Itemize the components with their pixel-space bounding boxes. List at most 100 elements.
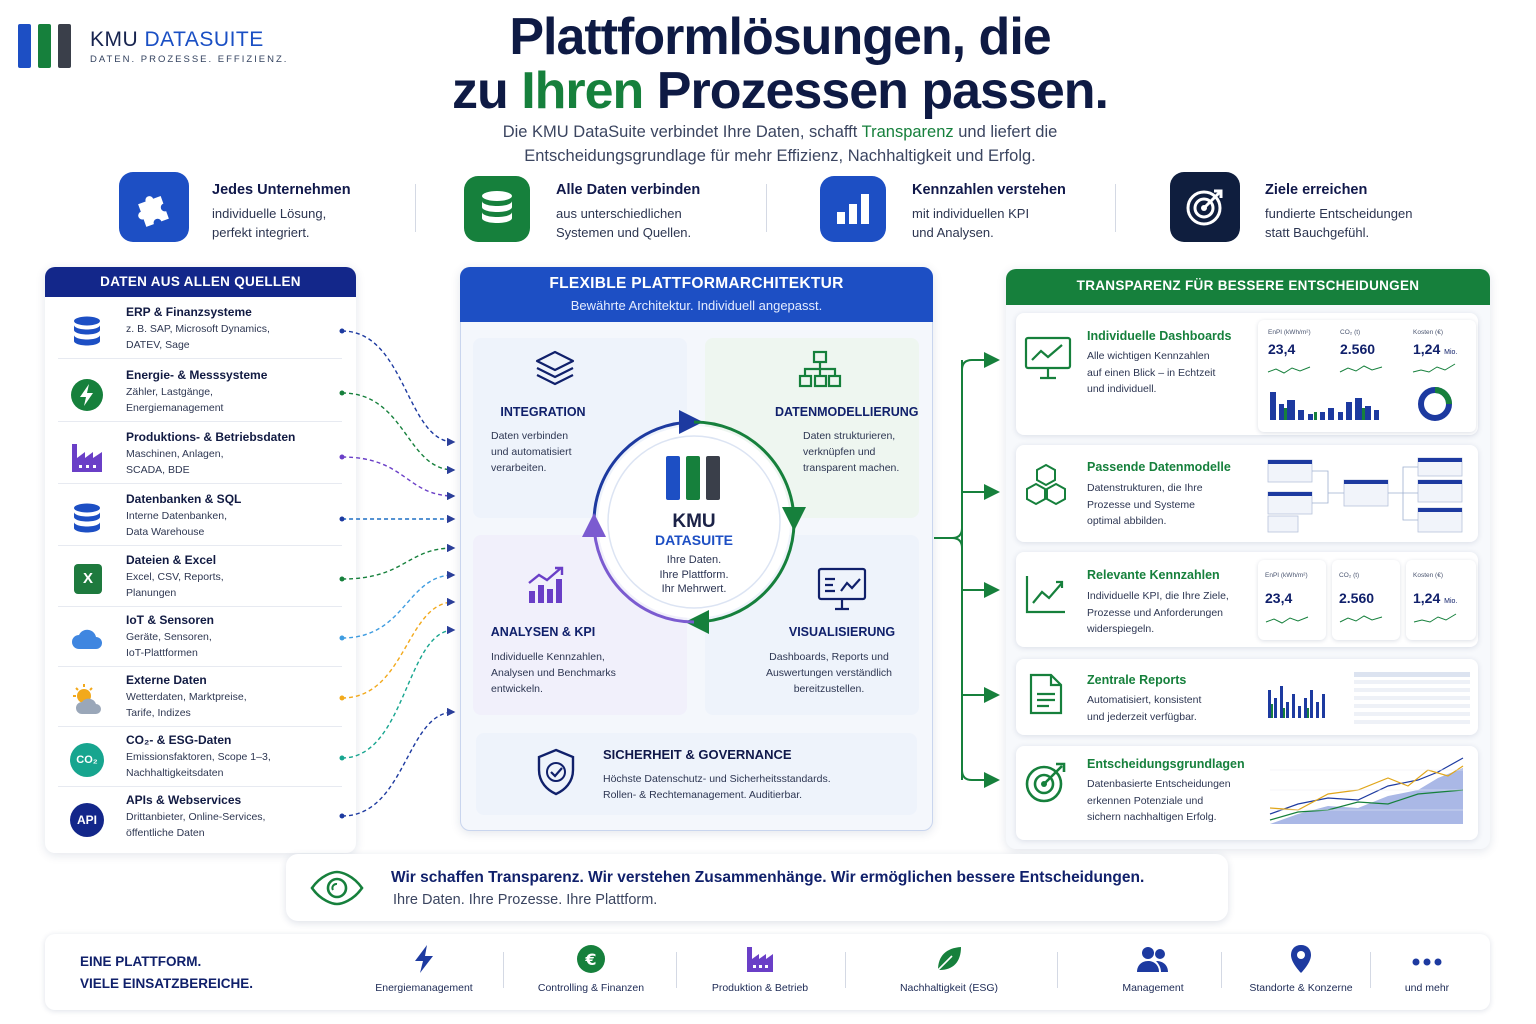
divider <box>845 952 846 988</box>
core-name-b: DATASUITE <box>654 532 734 548</box>
source-item[interactable]: X Dateien & Excel Excel, CSV, Reports,Pl… <box>58 551 342 607</box>
source-desc: Drittanbieter, Online-Services,öffentlic… <box>126 811 266 839</box>
source-desc: z. B. SAP, Microsoft Dynamics,DATEV, Sag… <box>126 323 270 351</box>
source-item[interactable]: CO₂ CO₂- & ESG-Daten Emissionsfaktoren, … <box>58 731 342 787</box>
api-icon: API <box>70 803 104 837</box>
core-name-a: KMU <box>672 511 716 532</box>
source-item[interactable]: ERP & Finanzsysteme z. B. SAP, Microsoft… <box>58 303 342 359</box>
hierarchy-icon <box>798 350 842 388</box>
trend-icon <box>1025 576 1065 614</box>
cloud-icon <box>72 629 102 649</box>
source-item[interactable]: Externe Daten Wetterdaten, Marktpreise,T… <box>58 671 342 727</box>
kpi-value: 23,4 <box>1265 590 1293 606</box>
feature-text: individuelle Lösung,perfekt integriert. <box>212 206 327 240</box>
target-icon <box>1170 172 1240 242</box>
source-title: Energie- & Messsysteme <box>126 368 268 382</box>
source-desc: Geräte, Sensoren,IoT-Plattformen <box>126 631 212 659</box>
source-item[interactable]: IoT & Sensoren Geräte, Sensoren,IoT-Plat… <box>58 611 342 667</box>
module-title: INTEGRATION <box>500 405 586 419</box>
source-desc: Maschinen, Anlagen,SCADA, BDE <box>126 448 224 476</box>
kpi-label: CO₂ (t) <box>1339 572 1360 579</box>
database-icon <box>74 316 100 346</box>
more-icon <box>1412 958 1442 966</box>
source-item[interactable]: API APIs & Webservices Drittanbieter, On… <box>58 791 342 847</box>
layers-icon <box>535 350 575 386</box>
puzzle-icon <box>119 172 189 242</box>
core-tagline: Ihre Daten.Ihre Plattform.Ihr Mehrwert. <box>659 554 729 595</box>
module-text: Individuelle Kennzahlen,Analysen und Ben… <box>491 651 616 695</box>
kpi-value: 1,24 Mio. <box>1413 590 1458 606</box>
outcome-card[interactable] <box>1016 552 1478 647</box>
kpi-tile <box>1332 560 1400 640</box>
source-item[interactable]: Datenbanken & SQL Interne Datenbanken,Da… <box>58 490 342 546</box>
source-desc: Wetterdaten, Marktpreise,Tarife, Indizes <box>126 691 247 719</box>
source-title: APIs & Webservices <box>126 793 242 807</box>
brand-name: KMU DATASUITE <box>90 28 264 51</box>
core-cycle <box>582 410 806 634</box>
shield-icon <box>537 748 575 796</box>
use-case-management[interactable]: Management <box>1093 944 1213 1002</box>
growth-chart-icon <box>528 566 564 603</box>
claim-line2: Ihre Daten. Ihre Prozesse. Ihre Plattfor… <box>393 892 658 908</box>
eye-icon <box>310 870 364 906</box>
source-title: Produktions- & Betriebsdaten <box>126 430 296 444</box>
sources-title: DATEN AUS ALLEN QUELLEN <box>45 267 356 297</box>
use-case-locations[interactable]: Standorte & Konzerne <box>1236 944 1366 1002</box>
kpi-tile <box>1406 560 1476 640</box>
kpi-sparklines <box>1265 613 1457 624</box>
module-title: ANALYSEN & KPI <box>490 625 596 639</box>
factory-icon <box>72 444 102 472</box>
lightning-icon <box>71 379 103 411</box>
use-case-esg[interactable]: Nachhaltigkeit (ESG) <box>889 944 1009 1002</box>
euro-icon: € <box>577 945 605 973</box>
divider <box>1115 184 1116 232</box>
sun-cloud-icon <box>73 684 101 714</box>
leaf-icon <box>937 947 961 971</box>
headline-line1: Plattformlösungen, die <box>509 8 1051 66</box>
source-title: IoT & Sensoren <box>126 613 215 627</box>
claim-line1: Wir schaffen Transparenz. Wir verstehen … <box>391 869 1145 886</box>
svg-text:€: € <box>584 950 596 969</box>
outcome-title: Passende Datenmodelle <box>1087 460 1231 474</box>
dashboard-mini-charts <box>1267 363 1456 421</box>
report-icon <box>1029 673 1063 715</box>
security-box[interactable] <box>476 733 917 815</box>
source-desc: Excel, CSV, Reports,Planungen <box>126 571 224 599</box>
co2-icon: CO₂ <box>70 743 104 777</box>
use-case-controlling[interactable]: € Controlling & Finanzen <box>526 944 656 1002</box>
database-icon <box>74 503 100 533</box>
divider <box>1221 952 1222 988</box>
kpi-label: Kosten (€) <box>1413 572 1443 579</box>
divider <box>503 952 504 988</box>
source-item[interactable]: Energie- & Messsysteme Zähler, Lastgänge… <box>58 366 342 422</box>
location-pin-icon <box>1291 945 1311 973</box>
source-item[interactable]: Produktions- & Betriebsdaten Maschinen, … <box>58 428 342 484</box>
divider <box>1370 952 1371 988</box>
claim-banner <box>286 854 1228 921</box>
architecture-header <box>460 267 933 322</box>
outcome-title: Entscheidungsgrundlagen <box>1087 757 1245 771</box>
feature-title: Alle Daten verbinden <box>556 182 701 198</box>
feature-title: Jedes Unternehmen <box>212 182 351 198</box>
use-case-label: Energiemanagement <box>375 982 473 994</box>
outcome-text: Individuelle KPI, die Ihre Ziele,Prozess… <box>1087 590 1229 635</box>
divider <box>1057 952 1058 988</box>
source-title: ERP & Finanzsysteme <box>126 305 252 319</box>
use-case-label: und mehr <box>1404 982 1450 994</box>
use-case-more[interactable]: und mehr <box>1387 944 1467 1002</box>
kpi-label: Kosten (€) <box>1413 329 1443 336</box>
use-case-production[interactable]: Produktion & Betrieb <box>700 944 820 1002</box>
source-desc: Emissionsfaktoren, Scope 1–3,Nachhaltigk… <box>126 751 271 779</box>
cubes-icon <box>1026 463 1066 506</box>
use-case-energy[interactable]: Energiemanagement <box>364 944 484 1002</box>
source-title: CO₂- & ESG-Daten <box>126 733 232 747</box>
source-connectors <box>339 328 456 819</box>
